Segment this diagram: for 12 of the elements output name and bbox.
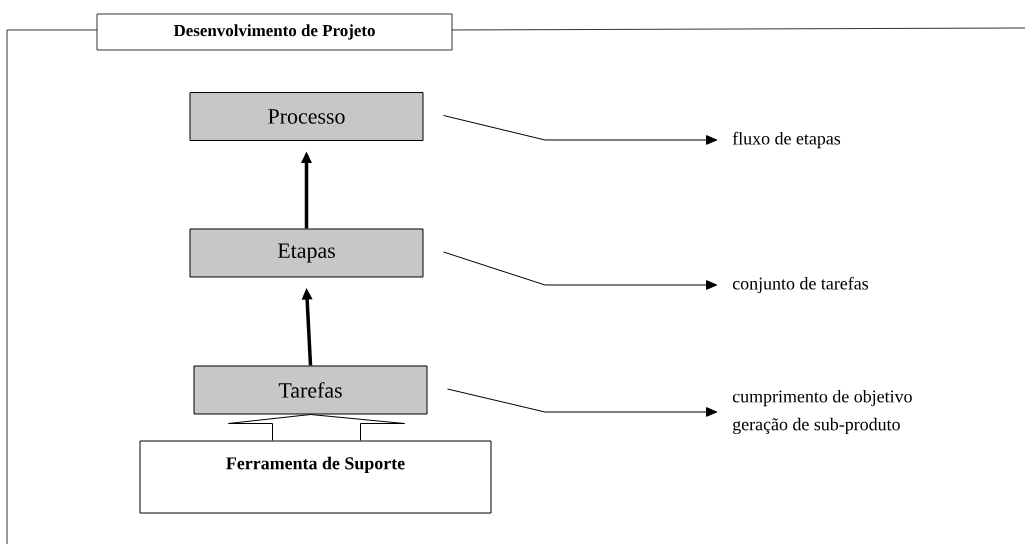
process-box: Processo [189,92,424,141]
note-text: fluxo de etapas [732,131,841,149]
tool-box: Ferramenta de Suporte [139,440,492,514]
leader-arrow [443,115,718,145]
process-box: Etapas [189,228,424,278]
note-text: cumprimento de objetivo geração de sub-produto [732,389,912,435]
leader-arrow [443,251,718,290]
connector [228,414,405,441]
process-box: Tarefas [193,365,428,415]
note-text: conjunto de tarefas [732,276,868,294]
frame-title: Desenvolvimento de Projeto [96,13,453,51]
leader-arrow [447,388,718,417]
